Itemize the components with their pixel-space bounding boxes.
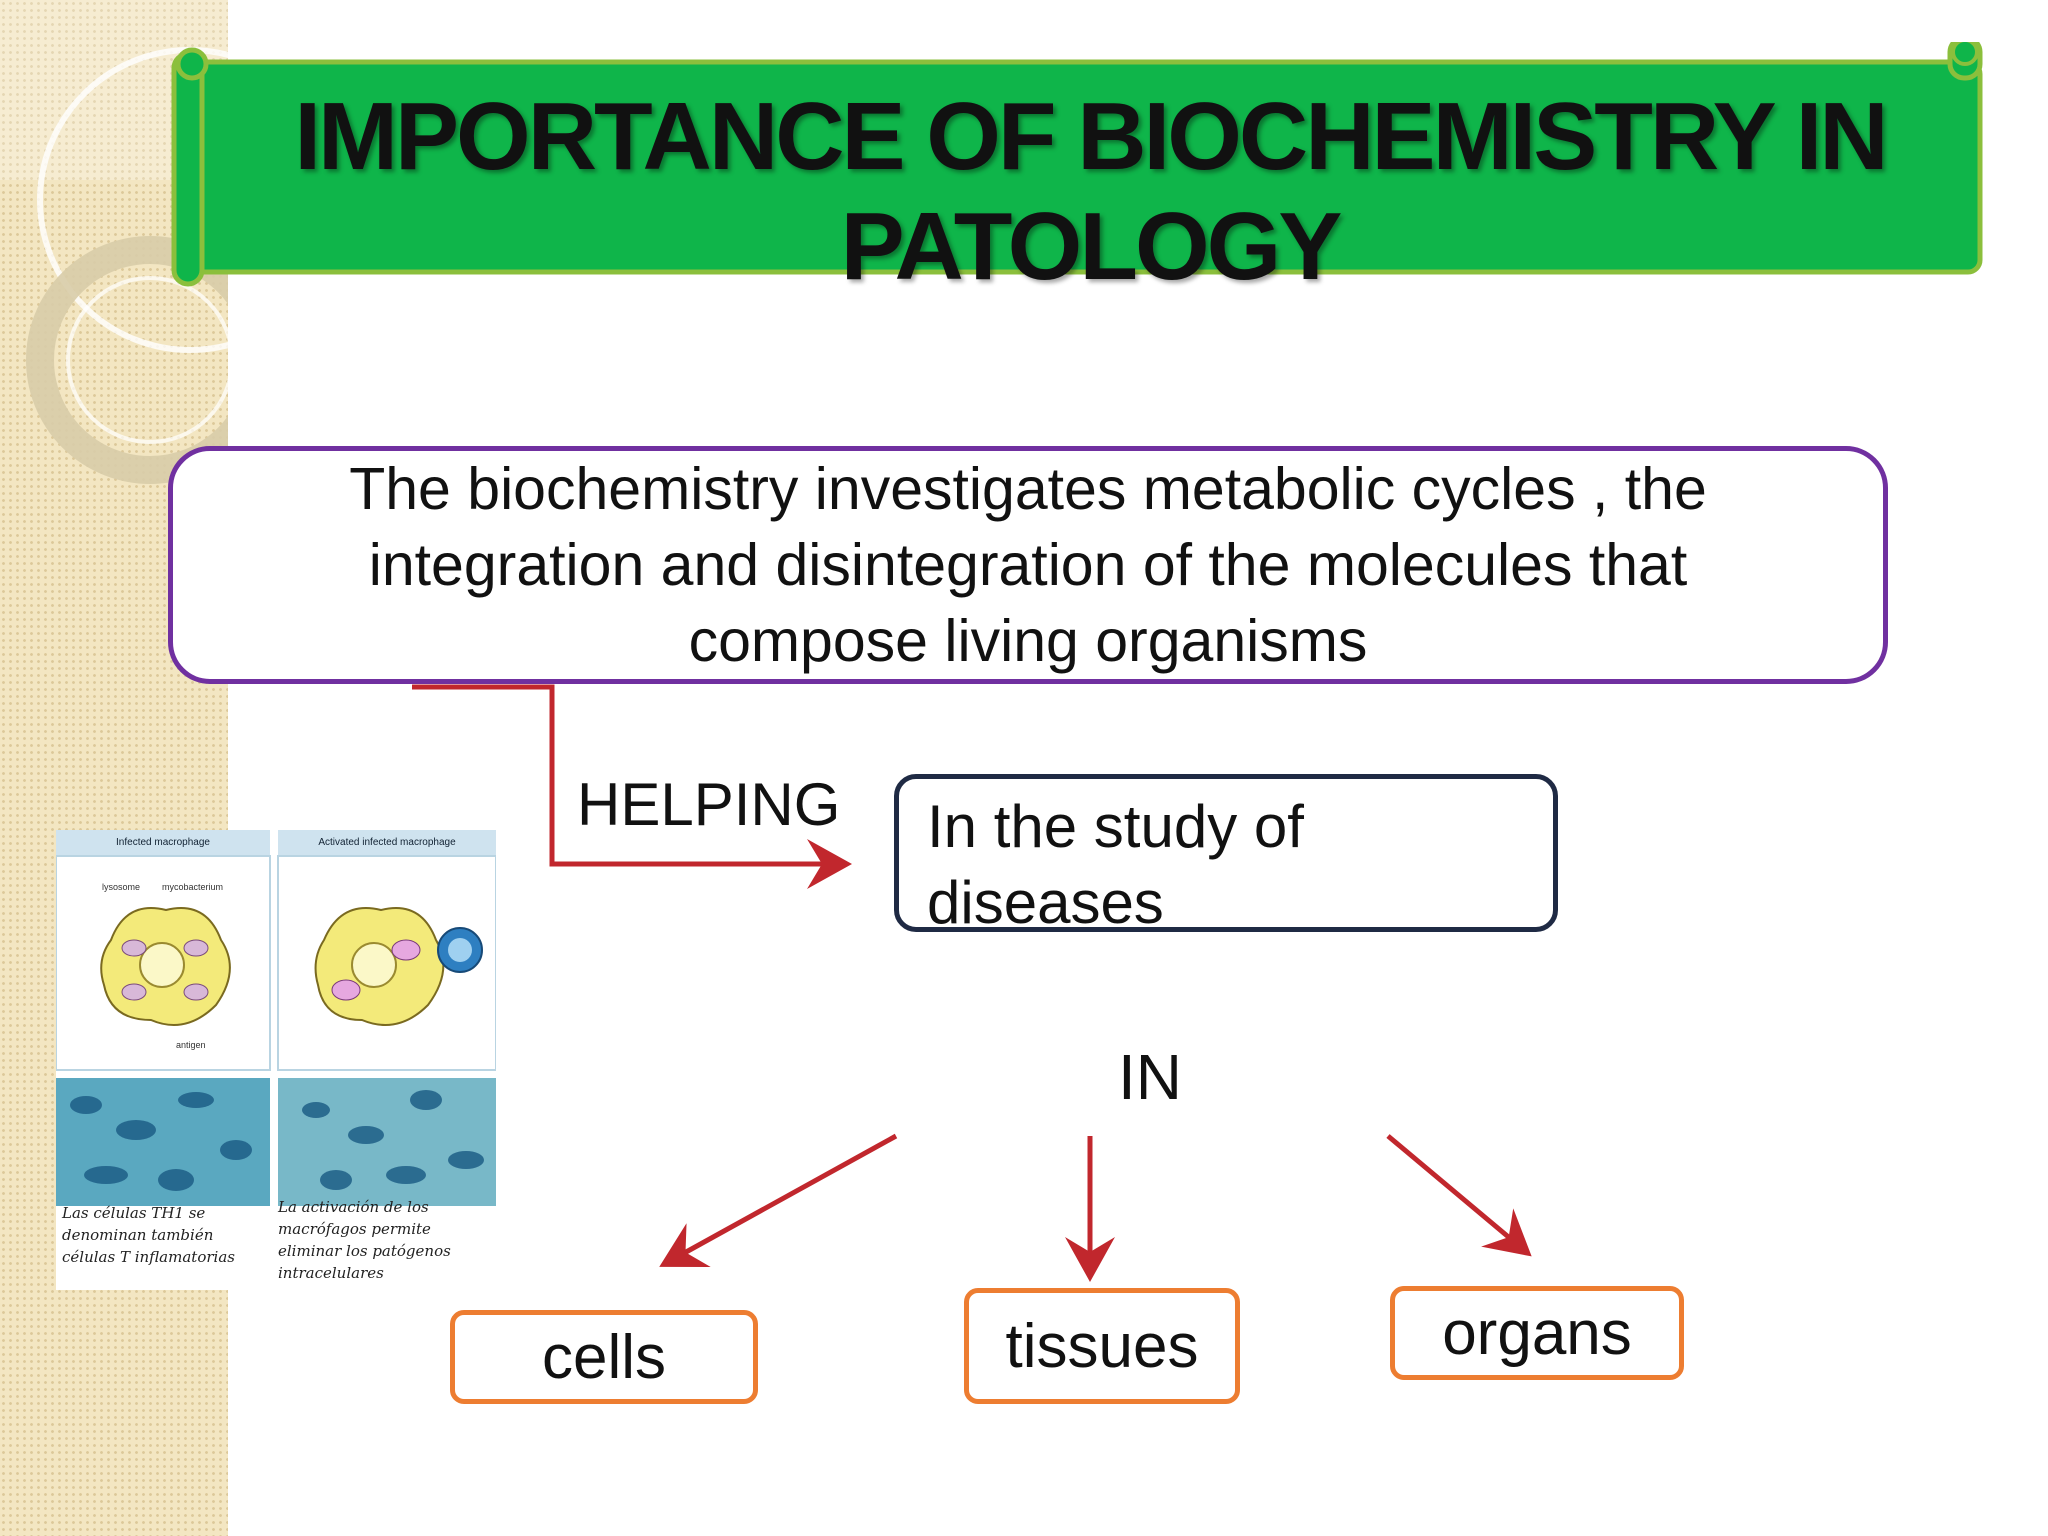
figure-caption-right: La activación de los macrófagos permite …	[278, 1198, 451, 1282]
label-mycobacterium: mycobacterium	[162, 882, 224, 892]
tissues-box: tissues	[964, 1288, 1240, 1404]
macrophage-illustration	[56, 855, 496, 1206]
definition-text: The biochemistry investigates metabolic …	[349, 456, 1707, 674]
macrophage-figure: Infected macrophage Activated infected m…	[56, 830, 496, 1290]
cells-box: cells	[450, 1310, 758, 1404]
definition-box: The biochemistry investigates metabolic …	[168, 446, 1888, 684]
figure-header-right: Activated infected macrophage	[278, 830, 496, 856]
title-line-2: PATOLOGY	[840, 193, 1343, 300]
study-text: In the study of diseases	[927, 793, 1304, 936]
arrow-to-organs	[1386, 1134, 1532, 1257]
figure-caption-left: Las células TH1 se denominan también cél…	[62, 1204, 235, 1266]
arrow-to-cells	[659, 1133, 898, 1267]
study-box: In the study of diseases	[894, 774, 1558, 936]
figure-header-left: Infected macrophage	[56, 830, 270, 856]
label-antigen: antigen	[176, 1040, 206, 1050]
organs-box: organs	[1390, 1286, 1684, 1380]
in-label: IN	[1118, 1041, 1182, 1113]
title-banner: IMPORTANCE OF BIOCHEMISTRY IN PATOLOGY	[170, 42, 1990, 300]
tissues-label: tissues	[1005, 1311, 1199, 1381]
scroll-shape	[171, 42, 1983, 287]
organs-label: organs	[1442, 1298, 1632, 1368]
helping-label: HELPING	[577, 771, 841, 838]
cells-label: cells	[541, 1322, 667, 1392]
page-title: IMPORTANCE OF BIOCHEMISTRY IN PATOLOGY	[230, 82, 1950, 302]
title-line-1: IMPORTANCE OF BIOCHEMISTRY IN	[294, 83, 1888, 190]
label-lysosome: lysosome	[102, 882, 141, 892]
